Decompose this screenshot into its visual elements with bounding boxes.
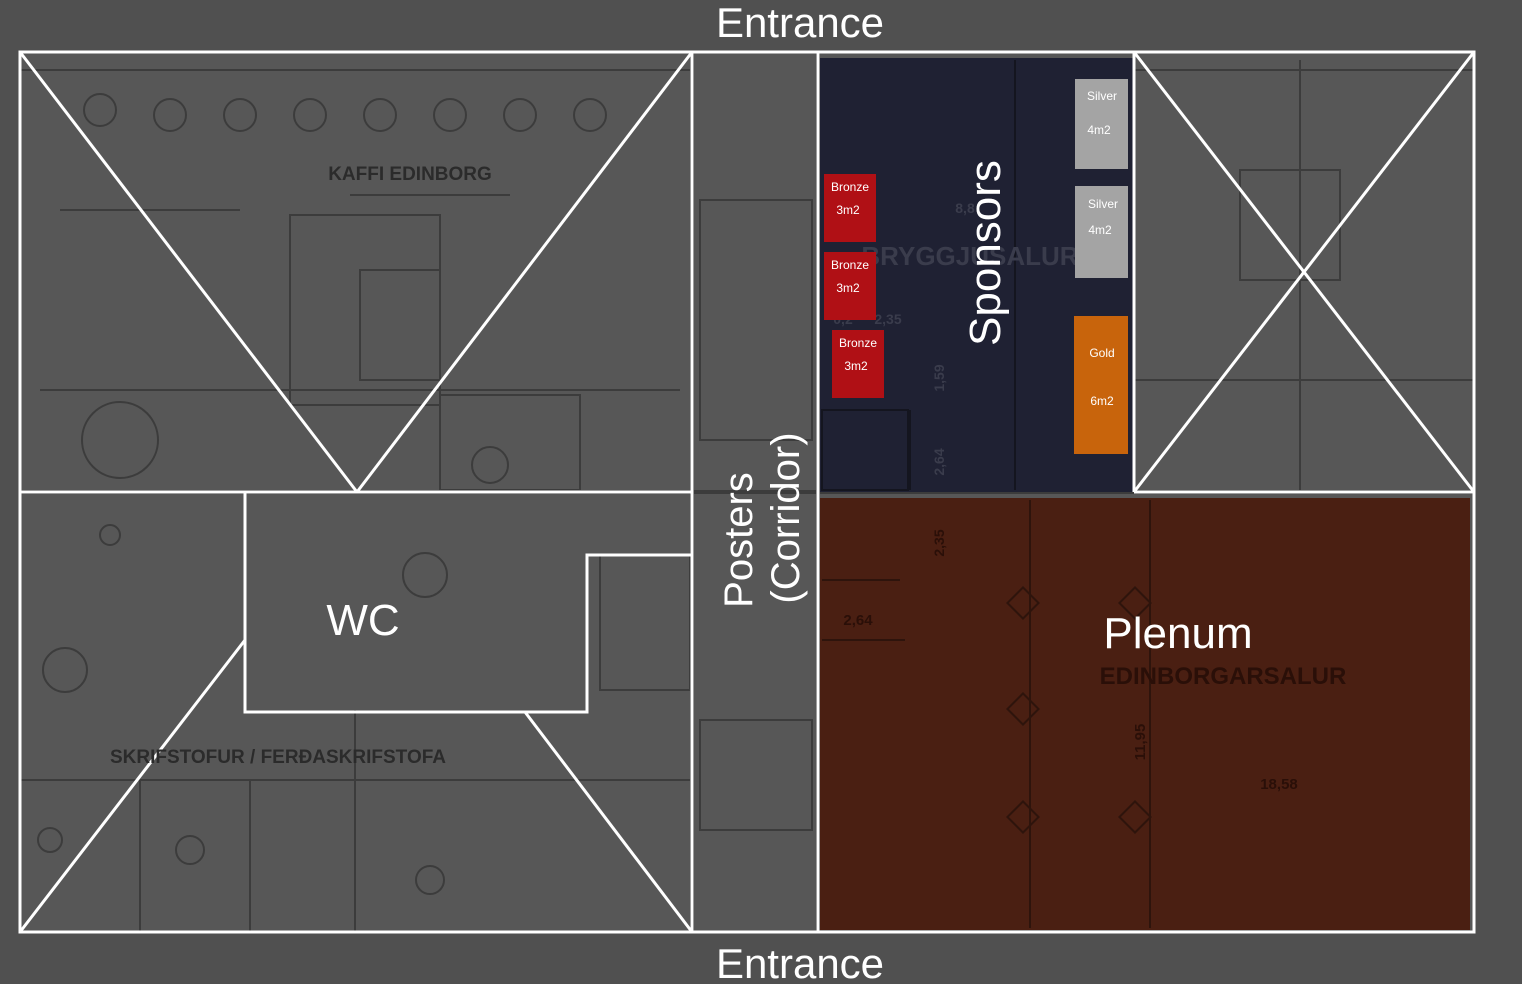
booth-size: 3m2 xyxy=(836,281,860,295)
booth-tier: Silver xyxy=(1087,89,1117,103)
booth-bronze-1[interactable]: Bronze 3m2 xyxy=(824,174,876,242)
dimension-label: 8,8 xyxy=(955,200,975,216)
booth-silver-1[interactable]: Silver 4m2 xyxy=(1075,79,1128,169)
plenum-label: Plenum xyxy=(1103,609,1252,658)
plenum-linework xyxy=(822,500,1152,928)
booth-tier: Bronze xyxy=(831,180,869,194)
dimension-label: 11,95 xyxy=(1132,724,1149,761)
booth-gold[interactable]: Gold 6m2 xyxy=(1074,316,1128,454)
dimension-label: 2,35 xyxy=(931,529,947,556)
dimension-label: 2,64 xyxy=(843,612,873,629)
wc-label: WC xyxy=(326,596,399,645)
corridor-label: (Corridor) xyxy=(764,432,808,603)
room-label-kaffi: KAFFI EDINBORG xyxy=(328,164,492,185)
booth-size: 3m2 xyxy=(844,359,868,373)
room-label-edinborgarsalur: EDINBORGARSALUR xyxy=(1100,663,1347,690)
booth-tier: Silver xyxy=(1088,197,1118,211)
dimension-label: 2,35 xyxy=(874,311,901,327)
tables xyxy=(37,93,607,895)
zone-overlay xyxy=(18,50,1476,934)
booth-size: 4m2 xyxy=(1088,223,1112,237)
room-label-bryggjusalur: BRYGGJUSALUR xyxy=(861,241,1078,271)
room-label-skrifstofur: SKRIFSTOFUR / FERÐASKRIFSTOFA xyxy=(110,747,446,768)
booth-tier: Gold xyxy=(1089,346,1114,360)
booth-size: 6m2 xyxy=(1090,394,1114,408)
dimension-label: 2,64 xyxy=(931,448,947,475)
booth-bronze-3[interactable]: Bronze 3m2 xyxy=(832,330,884,398)
booth-tier: Bronze xyxy=(831,258,869,272)
posters-label: Posters xyxy=(717,472,761,608)
booth-tier: Bronze xyxy=(839,336,877,350)
booth-silver-2[interactable]: Silver 4m2 xyxy=(1075,186,1128,278)
entrance-top-label: Entrance xyxy=(716,0,884,46)
plenum-area xyxy=(820,498,1470,930)
sponsor-linework xyxy=(821,60,1016,491)
booth-size: 4m2 xyxy=(1087,123,1111,137)
sponsors-label: Sponsors xyxy=(961,160,1010,346)
booth-size: 3m2 xyxy=(836,203,860,217)
dimension-label: 18,58 xyxy=(1260,776,1298,793)
booth-bronze-2[interactable]: Bronze 3m2 xyxy=(824,252,876,320)
entrance-bottom-label: Entrance xyxy=(716,940,884,984)
dimension-label: 1,59 xyxy=(931,364,947,391)
